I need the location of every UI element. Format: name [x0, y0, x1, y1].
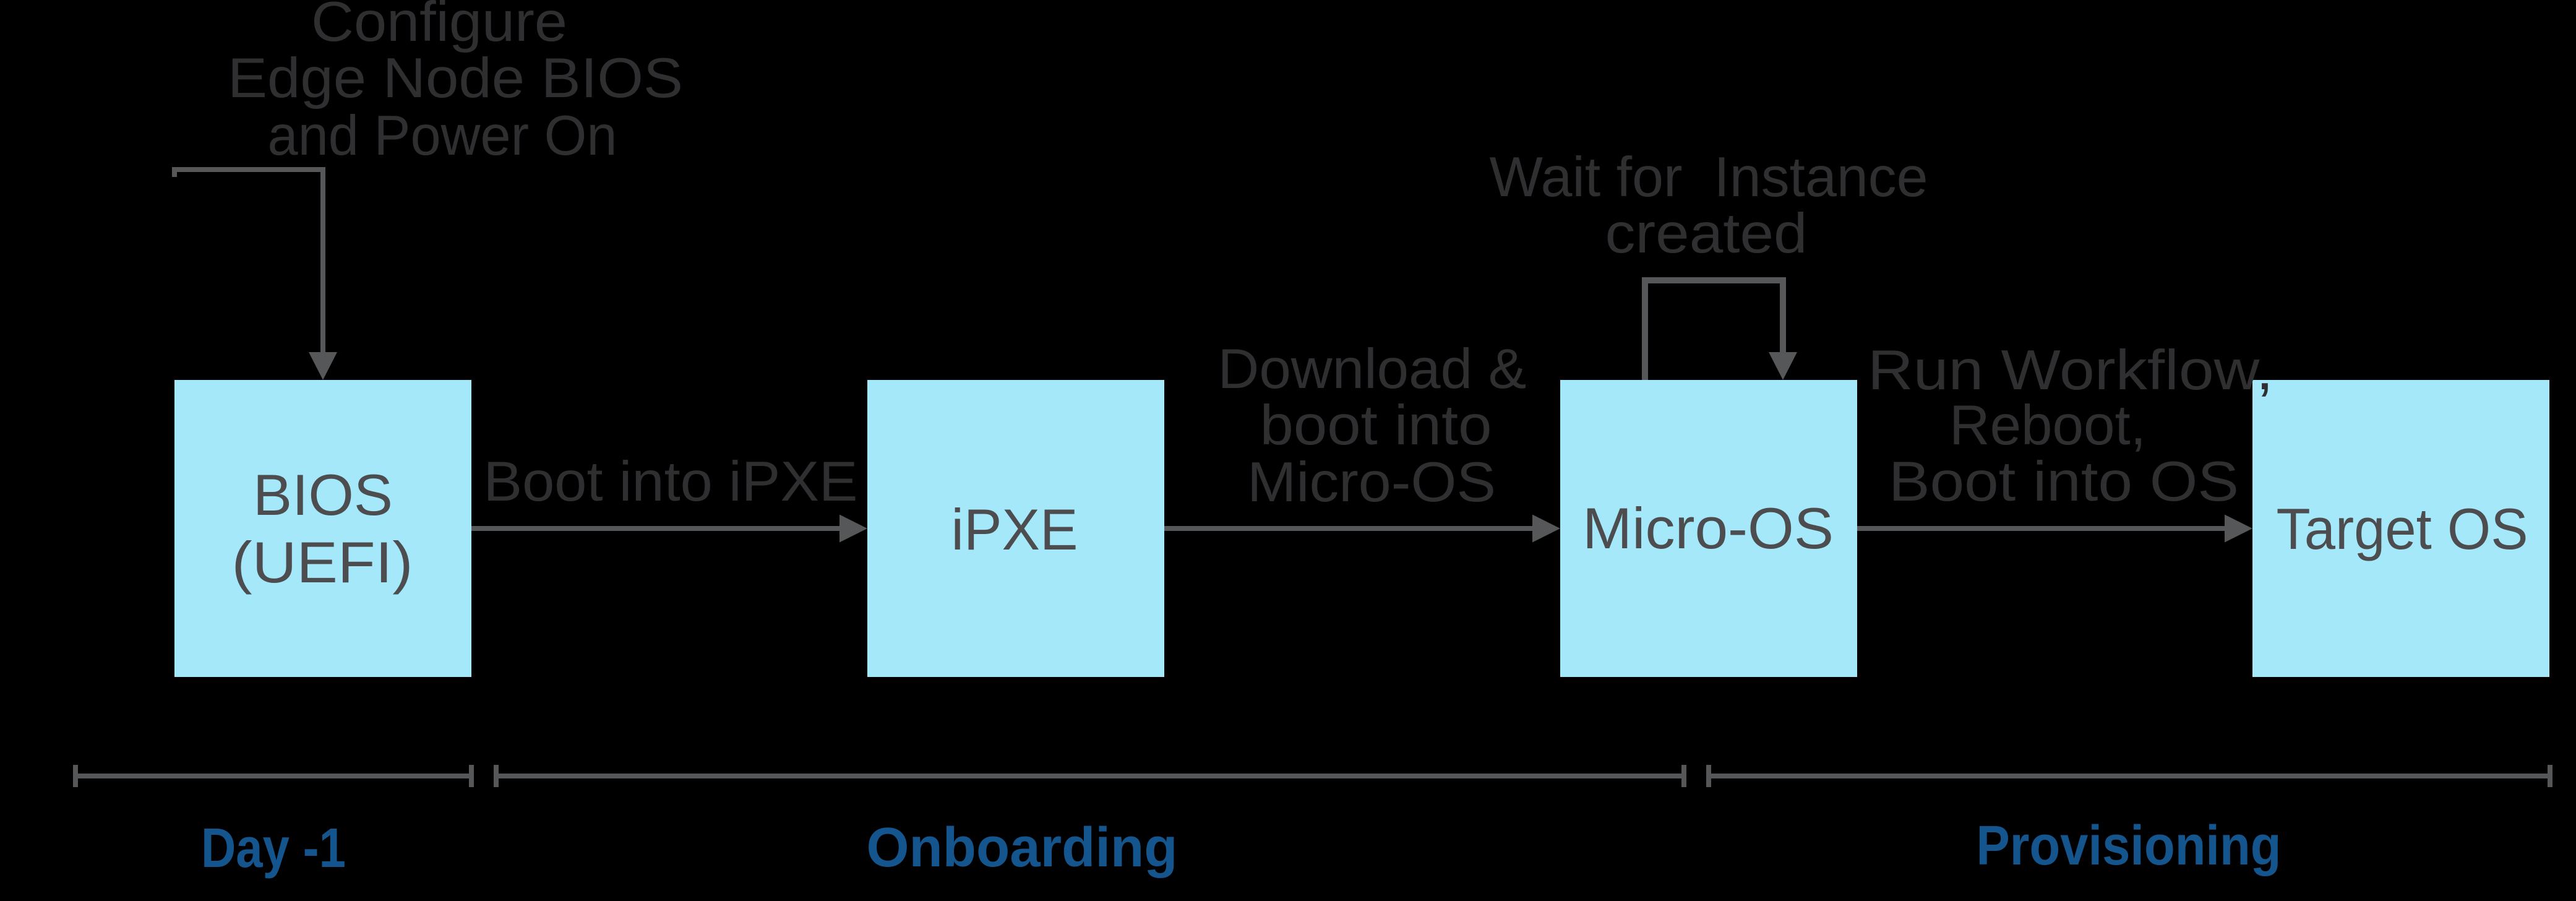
svg-text:and Power On: and Power On	[268, 105, 617, 167]
svg-text:Boot into iPXE: Boot into iPXE	[484, 450, 858, 513]
svg-text:created: created	[1605, 202, 1808, 265]
svg-text:Configure: Configure	[311, 0, 567, 53]
svg-text:Run Workflow,: Run Workflow,	[1868, 339, 2273, 402]
svg-text:Provisioning: Provisioning	[1977, 815, 2282, 877]
svg-text:(UEFI): (UEFI)	[232, 530, 413, 595]
svg-text:iPXE: iPXE	[951, 497, 1078, 562]
svg-text:BIOS: BIOS	[253, 462, 393, 527]
svg-text:Download &: Download &	[1218, 338, 1527, 400]
svg-text:Micro-OS: Micro-OS	[1582, 496, 1834, 561]
svg-text:Onboarding: Onboarding	[867, 817, 1178, 879]
svg-text:Day -1: Day -1	[201, 817, 346, 879]
svg-text:Boot into OS: Boot into OS	[1889, 450, 2239, 513]
svg-text:Wait for Instance: Wait for Instance	[1490, 146, 1928, 209]
svg-text:Reboot,: Reboot,	[1949, 394, 2146, 457]
svg-text:Target OS: Target OS	[2277, 496, 2528, 561]
svg-text:Edge Node BIOS: Edge Node BIOS	[228, 47, 683, 110]
svg-text:boot into: boot into	[1260, 394, 1492, 457]
svg-text:Micro-OS: Micro-OS	[1247, 451, 1496, 514]
